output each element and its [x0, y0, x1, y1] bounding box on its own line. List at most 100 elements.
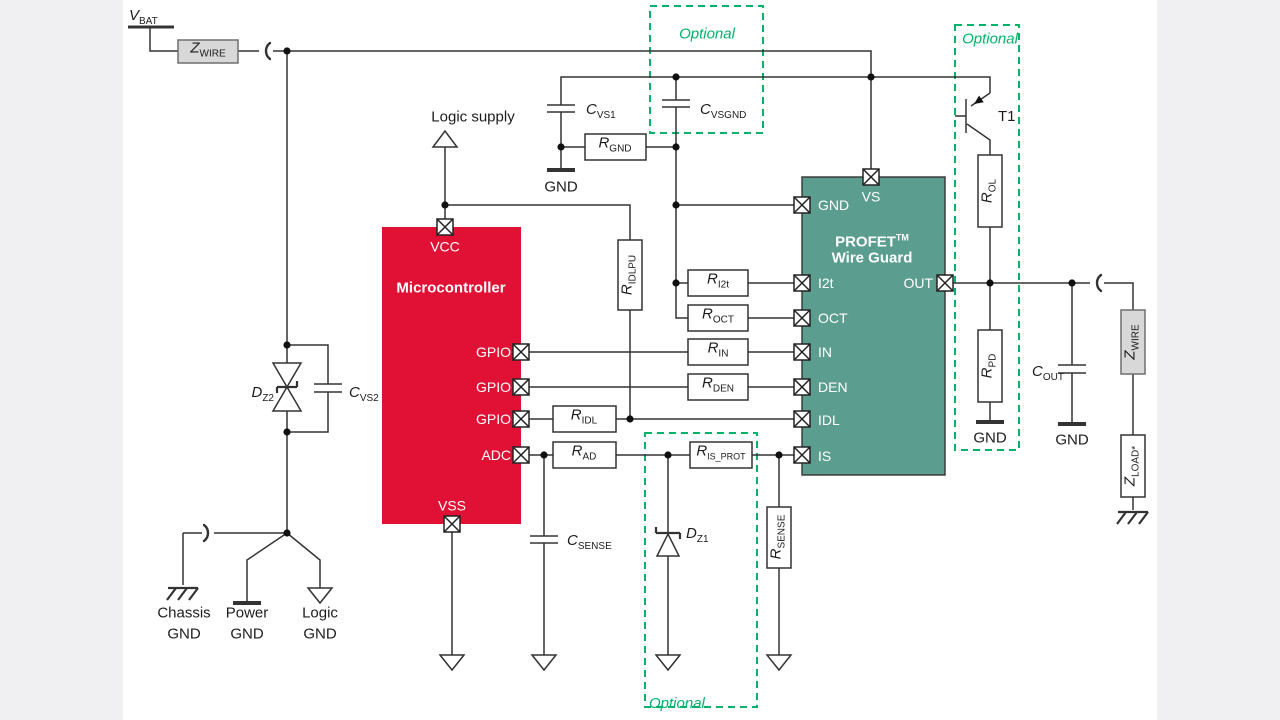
- profet-title-2: Wire Guard: [831, 249, 913, 267]
- rgnd-box: [584, 133, 647, 161]
- rgnd-label: RGND: [598, 134, 632, 155]
- gnd-label-cout: GND: [1055, 431, 1089, 449]
- mcu-title: Microcontroller: [396, 279, 506, 297]
- pin-vcc: [436, 218, 454, 236]
- wire-cvs2-branch: [287, 344, 342, 433]
- profet-pin-out-label: OUT: [903, 275, 933, 291]
- pin-gnd: [793, 196, 811, 214]
- dz2-triangle-bottom: [271, 385, 303, 412]
- mcu-pin-vss-label: VSS: [437, 497, 467, 514]
- chassis-gnd-icon-2: [1116, 510, 1149, 525]
- pin-out: [936, 274, 954, 292]
- wire-cout: [1058, 283, 1086, 422]
- profet-pin-i2t-label: I2t: [818, 275, 834, 291]
- ridlpu-label: RIDLPU: [618, 254, 639, 296]
- rin-label: RIN: [707, 339, 729, 360]
- optional-box-right: [954, 24, 1020, 451]
- logic-gnd-icon-dz1: [654, 654, 682, 672]
- rpd-label: RPD: [978, 353, 999, 379]
- wire-cvsgnd-net: [662, 77, 794, 319]
- profet-pin-gnd-label: GND: [818, 197, 850, 213]
- wire-t1: [955, 92, 991, 155]
- ri2t-box: [687, 269, 749, 297]
- dz2-label: DZ2: [251, 384, 274, 404]
- logic-supply-label: Logic supply: [431, 108, 515, 126]
- vbat-label: VBAT: [129, 7, 158, 27]
- wire-out: [953, 282, 1134, 510]
- pin-gpio3: [512, 410, 530, 428]
- profet-pin-vs-label: VS: [861, 188, 881, 205]
- rol-label: ROL: [978, 178, 999, 204]
- profet-pin-den-label: DEN: [818, 379, 848, 395]
- cvs2-label: CVS2: [349, 384, 379, 404]
- wire-vbat: [149, 27, 259, 52]
- wire-cvs1: [547, 104, 575, 168]
- connector-icon-out: [1095, 273, 1103, 293]
- profet-pin-is-label: IS: [818, 448, 832, 464]
- t1-label: T1: [998, 108, 1016, 125]
- chassis-gnd-label-2: GND: [167, 625, 201, 643]
- ridl-label: RIDL: [570, 406, 598, 427]
- connector-icon-bottom: [202, 523, 210, 543]
- csense-label: CSENSE: [567, 532, 612, 552]
- wires: [128, 25, 1149, 655]
- wire-csense: [530, 455, 558, 655]
- pin-vs: [862, 168, 880, 186]
- junction-dots: [283, 47, 1076, 537]
- profet-pin-oct-label: OCT: [818, 310, 848, 326]
- pin-den: [793, 378, 811, 396]
- zload-box: [1120, 434, 1146, 498]
- wire-rail2: [560, 76, 991, 105]
- chassis-gnd-icon: [166, 586, 199, 601]
- roct-box: [687, 304, 749, 332]
- cvs1-label: CVS1: [586, 101, 616, 121]
- power-gnd-label-2: GND: [230, 625, 264, 643]
- logic-gnd-label-1: Logic: [302, 604, 338, 622]
- profet-block: [801, 176, 946, 476]
- connector-icon-top: [264, 41, 272, 61]
- mcu-pin-gpio3-label: GPIO: [475, 411, 511, 427]
- optional-label-right: Optional: [962, 30, 1018, 48]
- logic-gnd-icon-left: [306, 587, 334, 605]
- profet-pin-idl-label: IDL: [818, 412, 840, 428]
- mcu-pin-adc-label: ADC: [481, 447, 511, 463]
- ridl-box: [552, 405, 617, 433]
- zload-label: ZLOAD*: [1121, 445, 1142, 487]
- pin-is: [793, 446, 811, 464]
- pin-adc: [512, 446, 530, 464]
- logic-gnd-label-2: GND: [303, 625, 337, 643]
- zwire1-label: ZWIRE: [190, 39, 226, 60]
- rden-label: RDEN: [702, 374, 734, 395]
- chassis-gnd-label-1: Chassis: [157, 604, 211, 622]
- wire-gnd-spread: [182, 532, 321, 601]
- mcu-pin-gpio2-label: GPIO: [475, 379, 511, 395]
- zwire2-label: ZWIRE: [1121, 324, 1142, 360]
- wire-gpio-nets: [529, 351, 794, 456]
- logic-gnd-icon-vss: [438, 654, 466, 672]
- optional-label-top: Optional: [679, 25, 735, 43]
- roct-label: ROCT: [702, 305, 734, 326]
- rol-box: [977, 154, 1003, 228]
- gnd-label-cvs1: GND: [544, 178, 578, 196]
- pin-i2t: [793, 274, 811, 292]
- rsense-box: [766, 506, 792, 569]
- t1-arrow: [974, 95, 984, 104]
- rad-label: RAD: [571, 442, 597, 463]
- pin-gpio2: [512, 378, 530, 396]
- dz2-triangle-top: [271, 362, 303, 389]
- rpd-box: [977, 329, 1003, 403]
- pin-in: [793, 343, 811, 361]
- risprot-label: RIS_PROT: [696, 442, 746, 462]
- pin-vss: [443, 515, 461, 533]
- pin-symbols: [436, 168, 954, 533]
- profet-pin-in-label: IN: [818, 344, 832, 360]
- cvsgnd-label: CVSGND: [700, 101, 747, 121]
- pin-gpio1: [512, 343, 530, 361]
- pin-idl: [793, 410, 811, 428]
- rad-box: [552, 441, 617, 469]
- logic-gnd-icon-rsense: [765, 654, 793, 672]
- logic-gnd-icon-csense: [530, 654, 558, 672]
- rin-box: [687, 338, 749, 366]
